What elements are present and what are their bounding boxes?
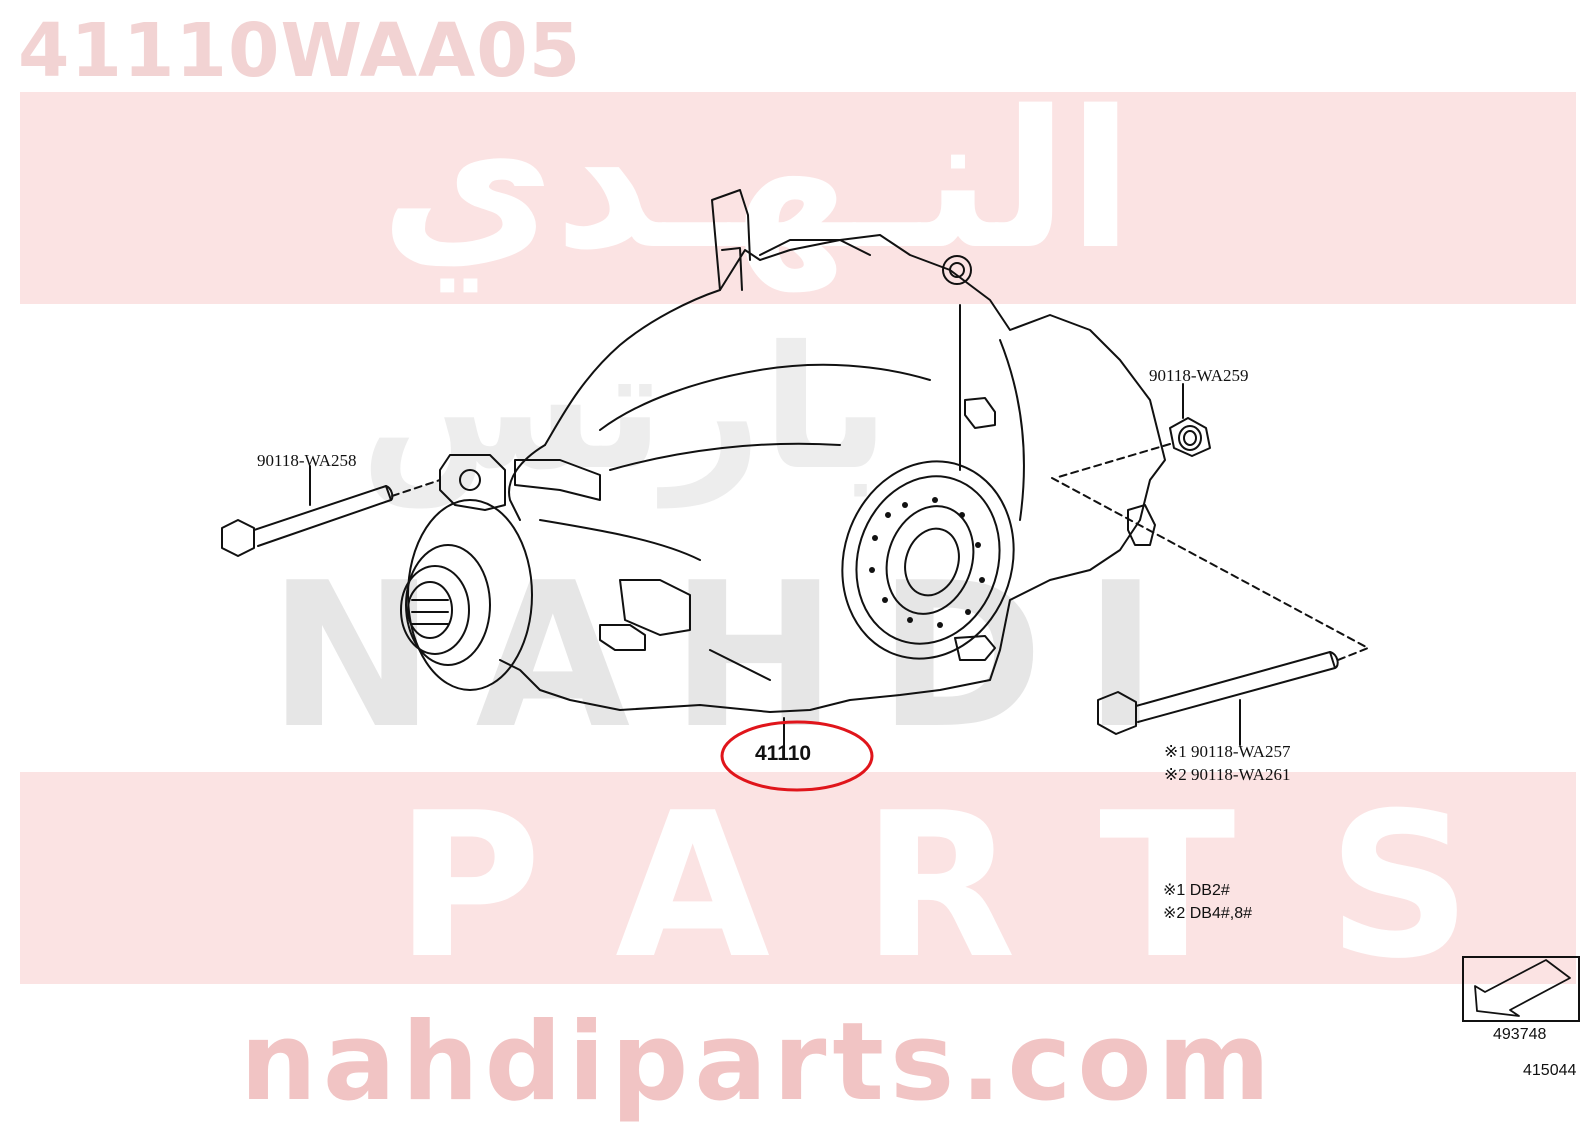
- label-bolt-long-2: ※2 90118-WA261: [1164, 765, 1291, 784]
- top-bolt-hole: [942, 255, 972, 285]
- side-flange: [841, 460, 1015, 660]
- bolt-left-shape: [221, 485, 394, 557]
- label-bolt-long-1: ※1 90118-WA257: [1164, 742, 1291, 761]
- watermark-arabic-sub: بارتس: [360, 310, 890, 508]
- differential-diagram: [221, 189, 1571, 1017]
- watermark-parts-word: PARTS: [395, 770, 1564, 1003]
- pinion-nut: [400, 565, 470, 655]
- callout-arrow: [1474, 959, 1571, 1017]
- watermark-band-top: [20, 92, 1576, 304]
- bolt-long-shape: [1097, 651, 1339, 735]
- note-2: ※2 DB4#,8#: [1163, 905, 1253, 922]
- left-mount-ear: [439, 454, 506, 511]
- view-direction-box: [1462, 956, 1580, 1022]
- highlight-circle: [720, 720, 874, 792]
- label-main-part: 41110: [755, 742, 812, 765]
- differential-housing: [499, 234, 1166, 713]
- pinion-flange: [407, 499, 533, 691]
- note-1: ※1 DB2#: [1163, 882, 1230, 899]
- label-nut-right: 90118-WA259: [1149, 366, 1249, 385]
- label-bolt-left: 90118-WA258: [257, 451, 357, 470]
- figure-number: 415044: [1523, 1062, 1577, 1079]
- watermark-arabic-brand: النـهـدي: [380, 70, 1134, 291]
- watermark-band-bottom: [20, 772, 1576, 984]
- mounting-bracket: [711, 189, 751, 291]
- nut-right-shape: [1169, 417, 1211, 457]
- callout-number: 493748: [1493, 1026, 1547, 1043]
- watermark-part-code: 41110WAA05: [18, 8, 582, 94]
